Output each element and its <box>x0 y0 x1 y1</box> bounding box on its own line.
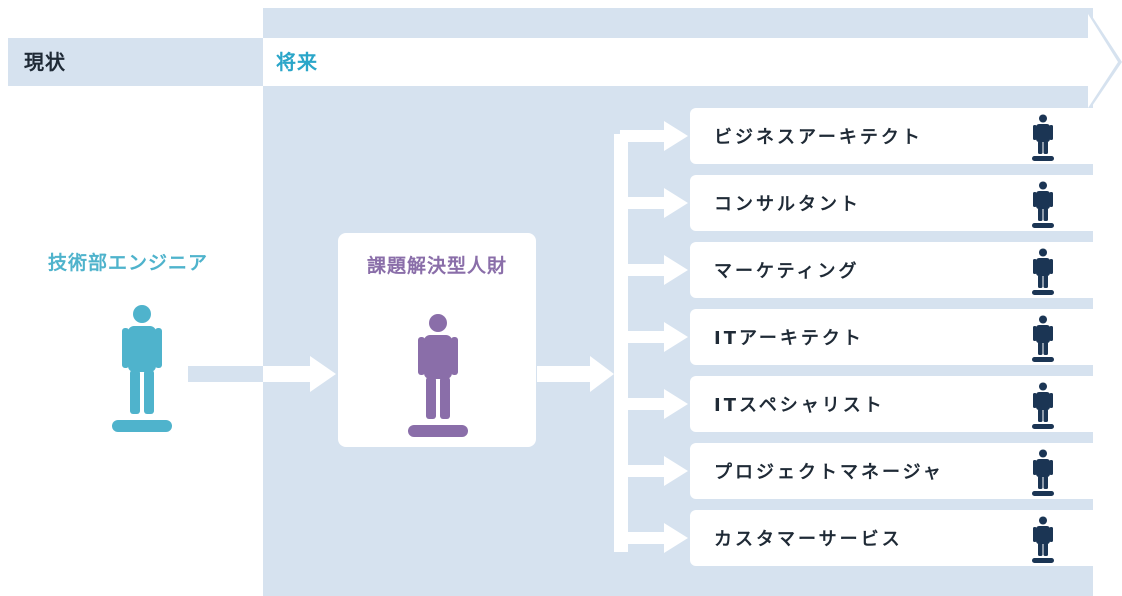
future-label: 将来 <box>276 50 318 74</box>
role-item: コンサルタント <box>690 175 1105 231</box>
role-person-icon <box>1032 114 1054 161</box>
branch-arrow <box>620 121 688 151</box>
role-label: プロジェクトマネージャ <box>714 462 944 483</box>
role-label: ビジネスアーキテクト <box>714 127 923 148</box>
branch-arrow <box>620 523 688 553</box>
role-person-icon <box>1032 516 1054 563</box>
branch-arrow <box>620 255 688 285</box>
branch-arrow <box>620 456 688 486</box>
hub-title: 課題解決型人財 <box>366 255 507 277</box>
role-person-icon <box>1032 382 1054 429</box>
role-label: コンサルタント <box>714 194 861 215</box>
branch-arrow <box>620 188 688 218</box>
role-label: ITアーキテクト <box>714 328 864 349</box>
branch-arrow <box>620 322 688 352</box>
branch-arrow <box>620 389 688 419</box>
timeline-arrow-inner <box>263 14 1118 108</box>
role-label: カスタマーサービス <box>714 529 903 550</box>
role-label: マーケティング <box>714 261 860 282</box>
role-label: ITスペシャリスト <box>714 395 885 416</box>
role-person-icon <box>1032 181 1054 228</box>
role-item: ITスペシャリスト <box>690 376 1105 432</box>
hub-box: 課題解決型人財 <box>338 233 536 447</box>
role-person-icon <box>1032 449 1054 496</box>
role-item: カスタマーサービス <box>690 510 1105 566</box>
role-person-icon <box>1032 315 1054 362</box>
role-item: ビジネスアーキテクト <box>690 108 1105 164</box>
role-item: マーケティング <box>690 242 1105 298</box>
engineer-to-hub-arrow-tail <box>188 366 263 382</box>
role-item: ITアーキテクト <box>690 309 1105 365</box>
current-label: 現状 <box>24 50 66 74</box>
role-item: プロジェクトマネージャ <box>690 443 1105 499</box>
hub-to-branch-arrow <box>537 356 614 392</box>
engineer-person-icon <box>112 305 172 432</box>
engineer-title: 技術部エンジニア <box>48 252 209 274</box>
hub-person-icon <box>408 314 468 437</box>
role-person-icon <box>1032 248 1054 295</box>
